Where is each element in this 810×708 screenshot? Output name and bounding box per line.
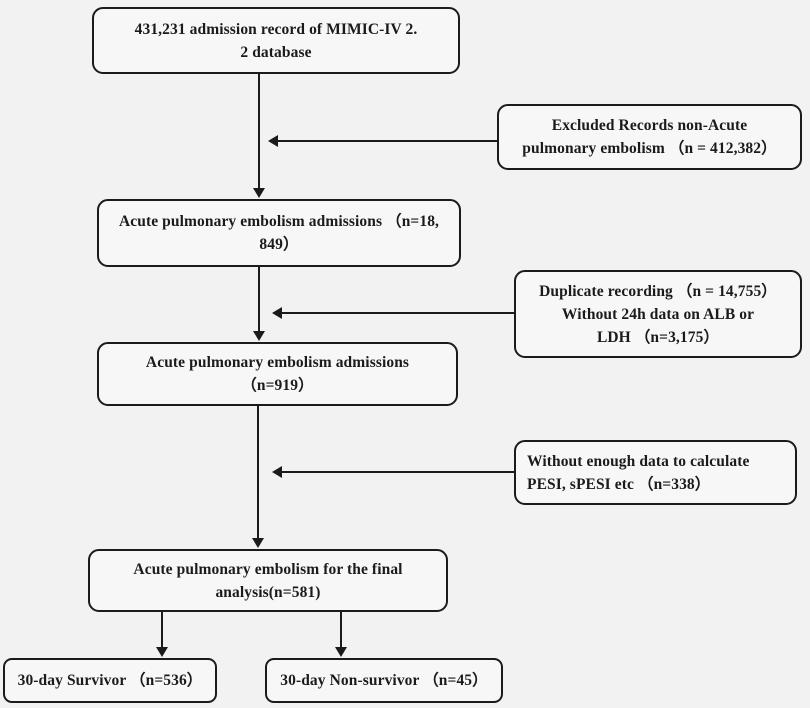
arrow-excluded-duplicate-line [281,312,514,314]
box-final-analysis-line-2: analysis(n=581) [215,583,321,601]
box-excluded-insufficient-pesi-line-2: PESI, sPESI etc （n=338） [527,475,711,493]
arrow-source-to-ape-head-icon [253,188,265,198]
arrow-final-to-nonsurvivor-head-icon [335,647,347,657]
arrow-excluded-non-ape-head-icon [268,135,278,147]
box-ape-admissions-18849: Acute pulmonary embolism admissions （n=1… [97,199,461,267]
box-30day-nonsurvivor: 30-day Non-survivor （n=45） [265,658,503,703]
box-excluded-non-ape-line-2: pulmonary embolism （n = 412,382） [522,140,777,157]
box-excluded-duplicate-missing-line-1: Duplicate recording （n = 14,755） [539,282,777,300]
box-excluded-duplicate-missing-line-2: Without 24h data on ALB or [561,305,755,323]
box-admission-records: 431,231 admission record of MIMIC-IV 2. … [92,7,460,74]
box-final-analysis-line-1: Acute pulmonary embolism for the final [133,560,403,578]
arrow-excluded-non-ape-line [277,140,497,142]
arrow-final-to-survivor-line [161,612,163,648]
box-ape-admissions-18849-line-1: Acute pulmonary embolism admissions （n=1… [118,213,440,230]
box-excluded-insufficient-pesi: Without enough data to calculate PESI, s… [514,440,797,505]
arrow-final-to-nonsurvivor-line [340,612,342,648]
arrow-source-to-ape-line [258,74,260,188]
arrow-excluded-duplicate-head-icon [272,307,282,319]
arrow-final-to-survivor-head-icon [156,647,168,657]
arrow-excluded-pesi-line [281,471,514,473]
arrow-ape18849-to-ape919-line [258,267,260,332]
box-ape-admissions-919: Acute pulmonary embolism admissions （n=9… [97,342,458,406]
box-excluded-non-ape-line-1: Excluded Records non-Acute [551,117,748,134]
box-30day-survivor-line-1: 30-day Survivor （n=536） [17,672,203,689]
box-30day-nonsurvivor-line-1: 30-day Non-survivor （n=45） [280,672,488,689]
box-admission-records-line-1: 431,231 admission record of MIMIC-IV 2. [134,20,418,38]
arrow-excluded-pesi-head-icon [272,466,282,478]
arrow-ape919-to-final-head-icon [252,538,264,548]
box-ape-admissions-919-line-1: Acute pulmonary embolism admissions [145,354,410,371]
arrow-ape919-to-final-line [257,406,259,539]
box-excluded-duplicate-missing-line-3: LDH （n=3,175） [596,328,720,346]
box-ape-admissions-18849-line-2: 849） [259,236,299,253]
box-excluded-duplicate-missing: Duplicate recording （n = 14,755） Without… [514,270,802,358]
box-ape-admissions-919-line-2: （n=919） [241,377,314,394]
arrow-ape18849-to-ape919-head-icon [253,331,265,341]
box-30day-survivor: 30-day Survivor （n=536） [3,658,217,703]
box-final-analysis: Acute pulmonary embolism for the final a… [88,549,448,612]
box-excluded-insufficient-pesi-line-1: Without enough data to calculate [527,452,750,470]
box-excluded-non-ape: Excluded Records non-Acute pulmonary emb… [497,104,802,170]
box-admission-records-line-2: 2 database [240,43,312,61]
